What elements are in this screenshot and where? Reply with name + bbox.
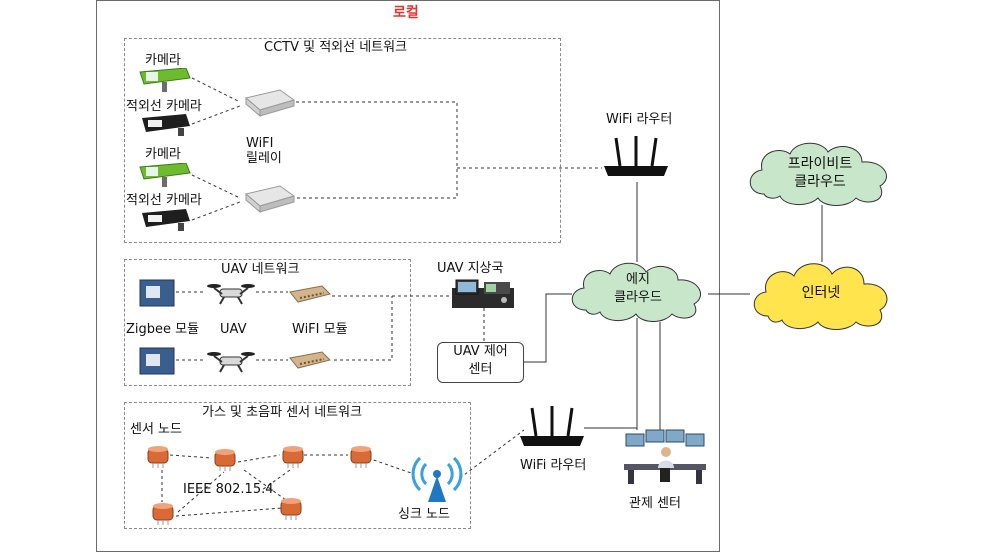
wifi-module-icon [289, 285, 331, 303]
gas-network-frame [124, 402, 471, 529]
wifi-module-label: WiFI 모듈 [292, 322, 348, 337]
gas-network-title: 가스 및 초음파 센서 네트워크 [202, 405, 363, 420]
uav-control-center-label-line1: UAV 제어 [453, 344, 508, 359]
monitoring-center-label: 관제 센터 [629, 496, 681, 511]
edge-cloud-icon [571, 262, 701, 322]
ir-camera-icon [142, 114, 190, 136]
local-frame [96, 0, 720, 552]
private-cloud-icon [749, 142, 887, 206]
ieee-standard-label: IEEE 802.15.4 [183, 482, 274, 497]
uav-network-frame [124, 259, 411, 386]
wifi-relay-label-line1: WiFI [246, 136, 274, 151]
wifi-module-icon [289, 351, 331, 369]
private-cloud-label-line2: 클라우드 [794, 174, 846, 190]
local-title: 로컬 [393, 5, 419, 21]
wifi-router-label: WiFi 라우터 [606, 112, 673, 127]
camera-label: 카메라 [145, 53, 181, 68]
cctv-network-frame [124, 38, 561, 243]
wifi-relay-label-line2: 릴레이 [246, 151, 282, 166]
camera-icon [139, 68, 191, 92]
uav-drone-icon [207, 284, 255, 305]
uav-network-title: UAV 네트워크 [221, 262, 300, 277]
ir-camera-label: 적외선 카메라 [126, 99, 202, 114]
ground-station-icon [452, 279, 514, 308]
uav-label: UAV [220, 322, 247, 337]
uav-drone-icon [207, 352, 255, 373]
monitoring-center-icon [624, 429, 706, 484]
wifi-router-icon [520, 406, 584, 446]
zigbee-module-icon [139, 279, 175, 307]
ir-camera-icon [142, 209, 190, 231]
edge-cloud-label-line2: 클라우드 [614, 290, 662, 305]
edge-cloud-label-line1: 에지 [626, 272, 650, 287]
sensor-nodes-label: 센서 노드 [130, 422, 182, 437]
sensor-node-icon [282, 446, 304, 468]
uav-control-center-box [437, 342, 524, 383]
cctv-network-title: CCTV 및 적외선 네트워크 [264, 40, 408, 55]
private-cloud-label-line1: 프라이비트 [787, 156, 853, 172]
sink-node-label: 싱크 노드 [398, 507, 450, 522]
wifi-router-label: WiFi 라우터 [520, 458, 587, 473]
sensor-node-icon [152, 503, 174, 525]
ground-station-label: UAV 지상국 [437, 261, 504, 276]
ir-camera-label: 적외선 카메라 [126, 193, 202, 208]
wifi-relay-icon [244, 89, 296, 118]
wifi-router-icon [604, 136, 668, 176]
sink-node-antenna-icon [411, 456, 463, 502]
internet-label: 인터넷 [801, 285, 841, 301]
zigbee-module-icon [139, 347, 175, 375]
sensor-node-icon [350, 446, 372, 468]
zigbee-module-label: Zigbee 모듈 [126, 322, 200, 337]
uav-control-center-label-line2: 센터 [468, 362, 493, 377]
camera-icon [139, 163, 191, 187]
wifi-relay-icon [244, 185, 296, 214]
camera-label: 카메라 [145, 147, 181, 162]
internet-cloud-icon [753, 263, 888, 330]
sensor-node-icon [147, 446, 169, 468]
sensor-node-icon [214, 449, 236, 471]
sensor-node-icon [280, 498, 302, 520]
